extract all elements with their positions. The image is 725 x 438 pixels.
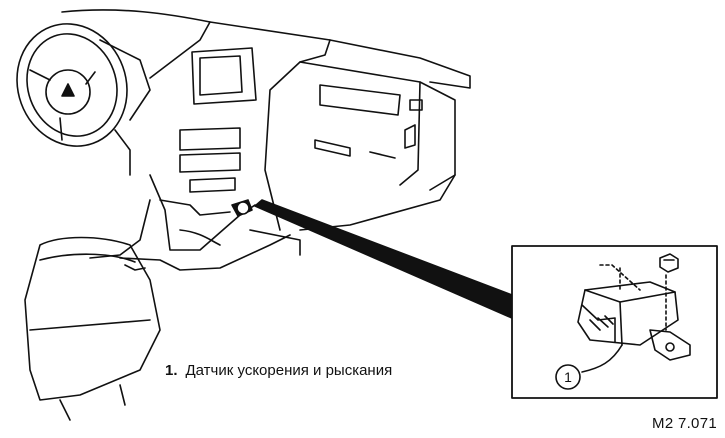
legend-item-1: 1. Датчик ускорения и рыскания [165,362,392,379]
detail-pointer-wedge [254,199,513,319]
dashboard-outline [61,9,471,256]
legend-number: 1. [165,362,178,379]
figure-code: M2 7.071 [652,415,717,432]
center-tunnel-and-seat [24,174,291,421]
sensor-mounting-location [231,199,253,217]
center-console-display [179,47,401,193]
callout-number: 1 [564,369,572,385]
steering-wheel [16,23,151,176]
yaw-rate-sensor-icon [577,264,691,361]
nut-icon [659,253,679,273]
legend-text: Датчик ускорения и рыскания [185,362,393,379]
callout-leader [555,344,623,390]
